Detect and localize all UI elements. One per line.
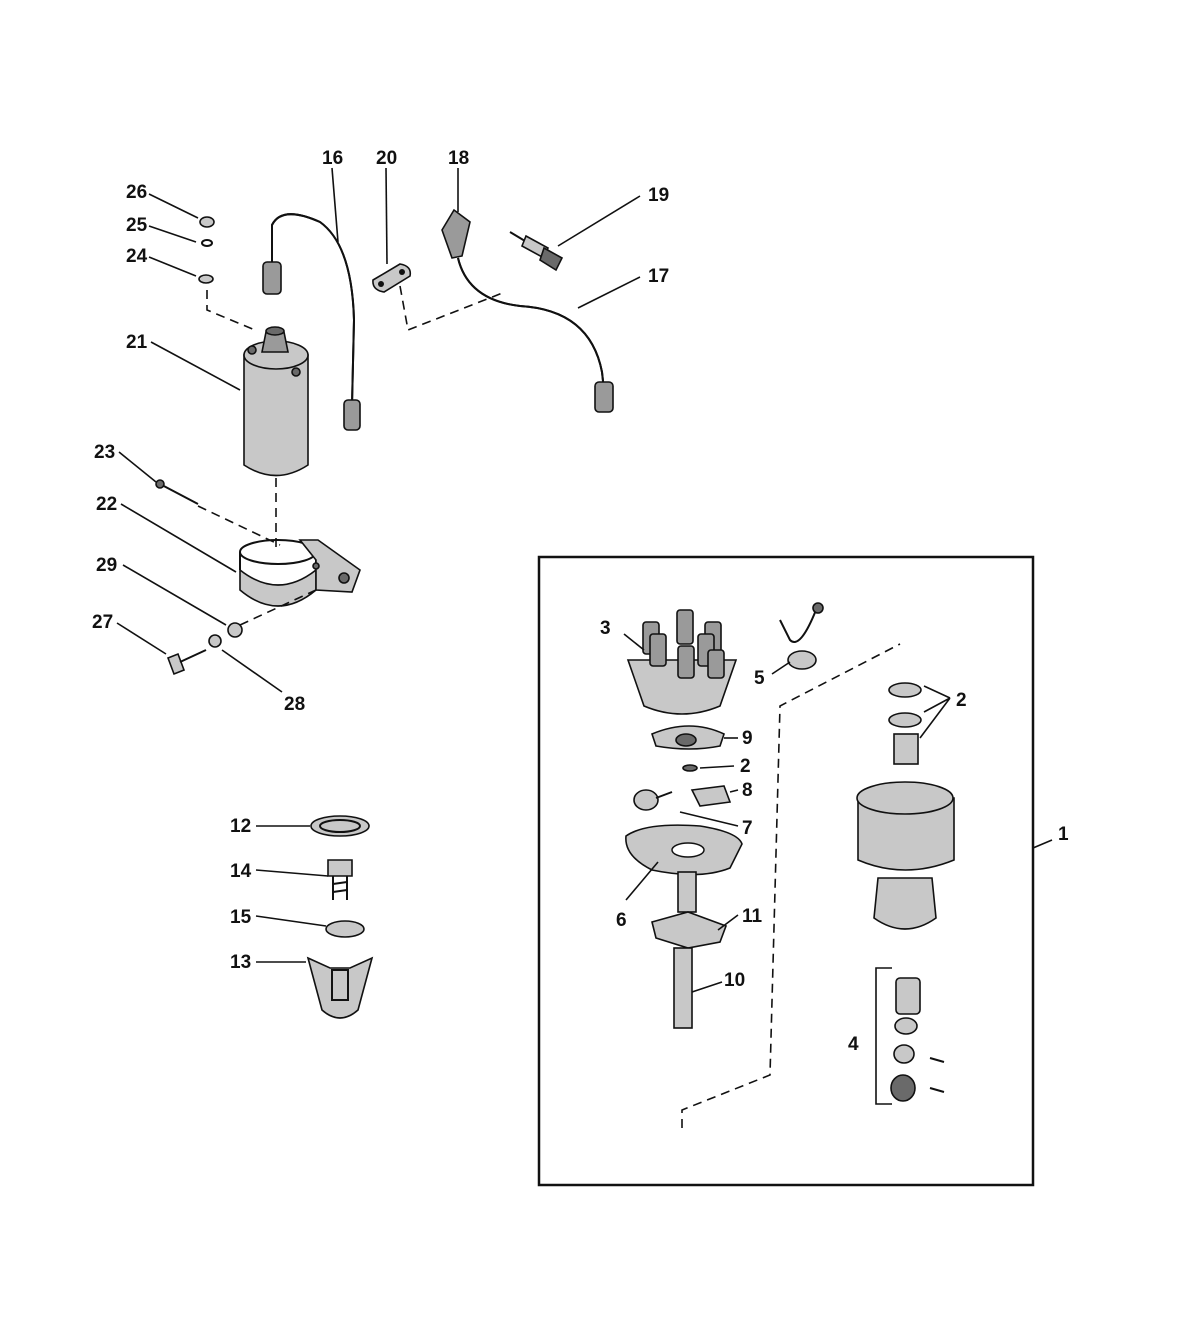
callout-7: 7 [742,818,753,839]
washer-15 [325,920,365,938]
callout-27: 27 [92,612,113,633]
callout-11: 11 [742,906,763,927]
callout-21: 21 [126,332,148,353]
drive-gear-set-4 [890,977,945,1102]
callout-29: 29 [96,555,117,576]
bolt-14 [327,859,353,900]
washer-28 [208,634,222,648]
callout-26: 26 [126,182,147,203]
distributor-cap [626,609,738,715]
callout-28: 28 [284,694,305,715]
coil-bracket [239,539,361,607]
callout-2a: 2 [956,690,967,711]
condenser-lead-5 [779,602,824,670]
main-shaft-10 [673,947,693,1029]
callout-5: 5 [754,668,765,689]
rotor-9 [651,725,725,750]
callout-22: 22 [96,494,117,515]
condenser-7 [633,789,673,811]
callout-4: 4 [848,1034,859,1055]
callout-1: 1 [1058,824,1069,845]
lead-clip [372,263,412,293]
callout-25: 25 [126,215,148,236]
spark-plug [509,231,564,272]
callout-15: 15 [230,907,252,928]
ignition-coil [243,326,309,477]
callout-9: 9 [742,728,753,749]
callout-19: 19 [648,185,669,206]
callout-23: 23 [94,442,115,463]
callout-8: 8 [742,780,753,801]
callout-17: 17 [648,266,669,287]
shaft-and-weights-11 [651,871,728,949]
callout-18: 18 [448,148,469,169]
breaker-plate-6 [625,824,743,876]
spark-plug-lead [441,208,614,413]
coil-lead-16 [262,213,361,431]
leader-lines [116,167,1053,993]
callout-6: 6 [616,910,627,931]
alignment-line-distributor [681,643,901,1128]
distributor-housing [856,682,955,930]
bracket-4 [875,967,892,1105]
points-8 [690,785,732,807]
callout-16: 16 [322,148,343,169]
washer-29 [227,622,243,638]
callout-14: 14 [230,861,252,882]
callout-3: 3 [600,618,611,639]
distributor-assembly-frame [537,555,1035,1187]
callout-24: 24 [126,246,148,267]
callout-13: 13 [230,952,251,973]
callout-20: 20 [376,148,397,169]
alignment-line-coil [197,290,317,626]
advance-weight-13 [306,956,374,1019]
callout-2b: 2 [740,756,751,777]
callout-12: 12 [230,816,251,837]
bracket-screw [166,649,207,676]
coil-nut-and-washers [198,216,215,284]
washer-2-small [682,764,698,772]
coil-screw [155,479,199,505]
alignment-line-clip [399,285,506,332]
callout-10: 10 [724,970,745,991]
